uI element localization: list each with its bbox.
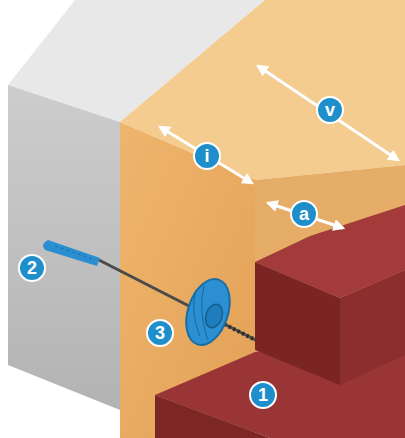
dimension-label: a: [290, 200, 318, 228]
upper-brick-section: [255, 262, 340, 385]
callout-number: 2: [18, 254, 46, 282]
plug-ribs: [55, 246, 95, 260]
dimension-arrows: [160, 66, 398, 228]
dimension-label: v: [316, 96, 344, 124]
callout-number: 3: [146, 319, 174, 347]
dimension-label: i: [193, 142, 221, 170]
anchor-plug: [43, 240, 100, 266]
disc-ridges: [194, 286, 208, 340]
upper-brick-face: [340, 270, 405, 385]
disc-hub: [203, 302, 226, 330]
concrete-section: [8, 85, 120, 410]
callout-number: 1: [249, 381, 277, 409]
insulation-disc: [178, 273, 237, 350]
